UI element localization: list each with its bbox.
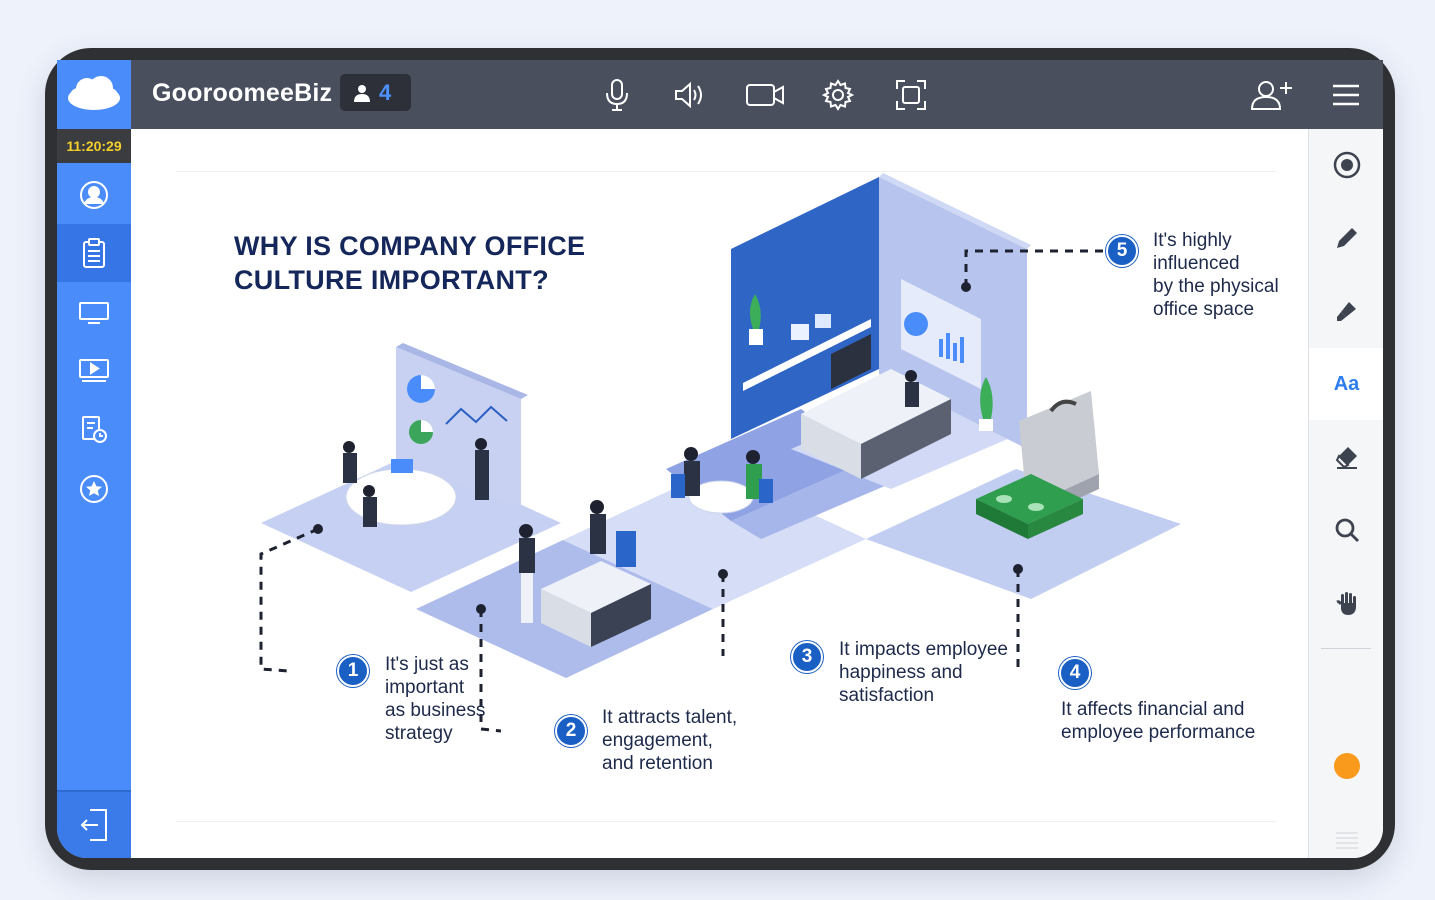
- point-number-2: 2: [555, 715, 587, 747]
- profile-icon: [80, 181, 108, 209]
- text-tool[interactable]: Aa: [1309, 348, 1383, 420]
- settings-icon: [822, 79, 854, 111]
- current-color-swatch: [1333, 753, 1360, 779]
- settings-button[interactable]: [819, 76, 857, 114]
- point-number-3: 3: [791, 641, 823, 673]
- toolbar-divider: [1321, 648, 1371, 649]
- pen-icon: [1336, 228, 1357, 248]
- point-5-text: It's highly influenced by the physical o…: [1153, 230, 1279, 320]
- zoom-tool[interactable]: [1309, 494, 1383, 566]
- eraser-icon: [1335, 447, 1357, 469]
- camera-icon: [746, 84, 784, 106]
- participants-badge[interactable]: 4: [340, 74, 411, 111]
- media-icon: [79, 359, 109, 382]
- highlighter-tool[interactable]: [1309, 275, 1383, 347]
- slide-title-line-2: CULTURE IMPORTANT?: [234, 265, 549, 295]
- sidebar-item-schedule[interactable]: [57, 401, 131, 459]
- participants-count: 4: [379, 79, 392, 105]
- app-brand: GooroomeeBiz: [152, 79, 333, 107]
- point-3-text: It impacts employee happiness and satisf…: [839, 639, 1008, 706]
- sidebar-item-profile[interactable]: [57, 166, 131, 224]
- fullscreen-button[interactable]: [892, 76, 930, 114]
- point-4-text: It affects financial and employee perfor…: [1061, 699, 1256, 743]
- zoom-icon: [1335, 518, 1359, 542]
- point-number-5: 5: [1106, 235, 1138, 267]
- speaker-icon: [675, 81, 702, 109]
- slide-top-border: [176, 171, 1276, 172]
- point-2-text: It attracts talent, engagement, and rete…: [602, 707, 738, 774]
- menu-button[interactable]: [1327, 76, 1365, 114]
- point-number-4: 4: [1059, 657, 1091, 689]
- app-screen: GooroomeeBiz 4: [57, 60, 1383, 858]
- add-user-icon: [1250, 81, 1292, 110]
- hand-tool[interactable]: [1309, 567, 1383, 639]
- slide-bottom-border: [176, 821, 1276, 822]
- slide-title: WHY IS COMPANY OFFICE CULTURE IMPORTANT?: [234, 229, 585, 297]
- sidebar-item-document[interactable]: [57, 224, 131, 282]
- cloud-logo-icon: [68, 76, 120, 110]
- drawing-toolbar: Aa: [1308, 129, 1383, 858]
- menu-icon: [1333, 84, 1359, 106]
- sidebar-item-media[interactable]: [57, 342, 131, 400]
- session-clock: 11:20:29: [57, 129, 131, 163]
- color-picker[interactable]: [1309, 730, 1383, 802]
- exit-button[interactable]: [57, 790, 131, 858]
- microphone-button[interactable]: [598, 76, 636, 114]
- point-number-1: 1: [337, 655, 369, 687]
- record-tool[interactable]: [1309, 129, 1383, 201]
- line-width-icon: [1335, 832, 1358, 849]
- stroke-width-picker[interactable]: [1309, 805, 1383, 858]
- presentation-slide: WHY IS COMPANY OFFICE CULTURE IMPORTANT?…: [131, 129, 1308, 858]
- sidebar-item-screen-share[interactable]: [57, 284, 131, 342]
- highlighter-icon: [1336, 302, 1356, 321]
- person-icon: [354, 84, 370, 102]
- speaker-button[interactable]: [671, 76, 709, 114]
- eraser-tool[interactable]: [1309, 421, 1383, 493]
- office-illustration: [259, 173, 1181, 733]
- hand-icon: [1335, 592, 1356, 615]
- sidebar-item-favorites[interactable]: [57, 460, 131, 518]
- invite-user-button[interactable]: [1250, 76, 1294, 114]
- clipboard-icon: [83, 238, 105, 268]
- fullscreen-icon: [896, 80, 926, 110]
- pen-tool[interactable]: [1309, 202, 1383, 274]
- camera-button[interactable]: [744, 76, 786, 114]
- schedule-icon: [82, 416, 107, 443]
- text-tool-label: Aa: [1333, 372, 1360, 395]
- top-bar: GooroomeeBiz 4: [57, 60, 1383, 129]
- record-icon: [1333, 151, 1360, 179]
- logo[interactable]: [57, 60, 131, 129]
- screen-share-icon: [79, 302, 109, 324]
- left-sidebar: 11:20:29: [57, 129, 131, 858]
- exit-icon: [80, 809, 107, 841]
- point-1-text: It's just as important as business strat…: [385, 654, 486, 744]
- microphone-icon: [606, 79, 628, 111]
- favorite-icon: [80, 475, 108, 503]
- slide-title-line-1: WHY IS COMPANY OFFICE: [234, 231, 586, 261]
